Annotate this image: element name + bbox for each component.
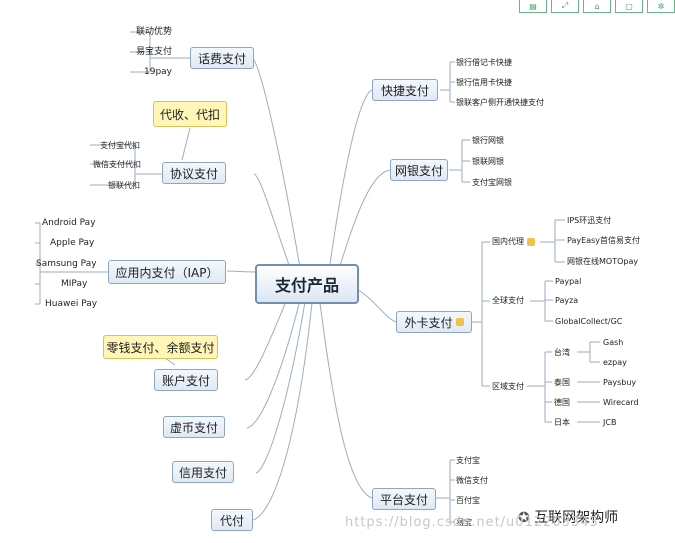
- leaf-item: 银联代扣: [108, 181, 140, 190]
- watermark-url: https://blog.csdn.net/u012203343: [345, 515, 599, 530]
- sub-branch-guonei[interactable]: 国内代理: [492, 236, 535, 247]
- branch-xinyong[interactable]: 信用支付: [172, 461, 234, 483]
- branch-kuaijie[interactable]: 快捷支付: [372, 79, 438, 101]
- branch-waika[interactable]: 外卡支付: [396, 311, 472, 333]
- leaf-item: Samsung Pay: [36, 259, 97, 269]
- leaf-item: Android Pay: [42, 218, 96, 228]
- leaf-item: Gash: [603, 338, 624, 347]
- leaf-item: Payza: [555, 296, 579, 305]
- leaf-item: 银行网银: [472, 136, 504, 145]
- sub-branch-quanqiu[interactable]: 全球支付: [492, 296, 524, 305]
- leaf-item: PayEasy首信易支付: [567, 236, 640, 245]
- branch-huafei[interactable]: 话费支付: [190, 47, 254, 69]
- sub-branch-quyu[interactable]: 区域支付: [492, 382, 524, 391]
- region-label: 日本: [554, 418, 570, 427]
- leaf-item: 支付宝代扣: [100, 141, 140, 150]
- leaf-item: Paypal: [555, 277, 582, 286]
- leaf-item: GlobalCollect/GC: [555, 317, 623, 326]
- branch-iap[interactable]: 应用内支付（IAP）: [108, 260, 226, 284]
- central-topic[interactable]: 支付产品: [255, 264, 359, 304]
- note-zhanghu: 零钱支付、余额支付: [103, 335, 218, 359]
- leaf-item: 银行借记卡快捷: [456, 58, 512, 67]
- branch-wangyin[interactable]: 网银支付: [390, 159, 448, 181]
- file-icon[interactable]: ▤: [519, 0, 547, 13]
- top-toolbar: ▤ ⤢ ⌂ ▢ ✲: [519, 0, 675, 14]
- home-icon[interactable]: ⌂: [583, 0, 611, 13]
- leaf-item: JCB: [603, 418, 617, 427]
- lock-icon: [527, 237, 535, 246]
- lock-icon: [455, 318, 464, 326]
- leaf-item: ezpay: [603, 358, 627, 367]
- leaf-item: 银联网银: [472, 157, 504, 166]
- leaf-item: Huawei Pay: [45, 299, 98, 309]
- region-label: 台湾: [554, 348, 570, 357]
- leaf-item: 银行信用卡快捷: [456, 78, 512, 87]
- note-xieyi: 代收、代扣: [153, 101, 227, 127]
- leaf-item: 微信支付: [456, 476, 488, 485]
- save-icon[interactable]: ▢: [615, 0, 643, 13]
- leaf-item: 易宝: [456, 518, 472, 527]
- leaf-item: IPS环迅支付: [567, 216, 612, 225]
- region-label: 德国: [554, 398, 570, 407]
- region-label: 泰国: [554, 378, 570, 387]
- gear-icon[interactable]: ✲: [647, 0, 675, 13]
- expand-icon[interactable]: ⤢: [551, 0, 579, 13]
- branch-label: 外卡支付: [404, 315, 453, 330]
- leaf-item: 支付宝: [456, 456, 480, 465]
- leaf-item: 微信支付代扣: [93, 160, 141, 169]
- leaf-item: 银联客户侧开通快捷支付: [456, 98, 544, 107]
- leaf-item: MIPay: [61, 279, 88, 289]
- leaf-item: 百付宝: [456, 496, 480, 505]
- leaf-item: 支付宝网银: [472, 178, 512, 187]
- leaf-item: 网银在线MOTOpay: [567, 257, 639, 266]
- watermark-brand: ✪ 互联网架构师: [518, 510, 619, 526]
- leaf-item: Wirecard: [603, 398, 639, 407]
- leaf-item: Apple Pay: [50, 238, 95, 248]
- wechat-icon: ✪: [518, 510, 530, 526]
- leaf-item: 易宝支付: [136, 47, 173, 57]
- branch-zhanghu[interactable]: 账户支付: [154, 369, 218, 391]
- branch-xieyi[interactable]: 协议支付: [162, 162, 226, 184]
- branch-xubi[interactable]: 虚币支付: [163, 416, 225, 438]
- branch-pingtai[interactable]: 平台支付: [372, 488, 436, 510]
- leaf-item: 19pay: [144, 67, 173, 77]
- branch-daifu[interactable]: 代付: [211, 509, 253, 531]
- leaf-item: Paysbuy: [603, 378, 637, 387]
- leaf-item: 联动优势: [136, 27, 173, 37]
